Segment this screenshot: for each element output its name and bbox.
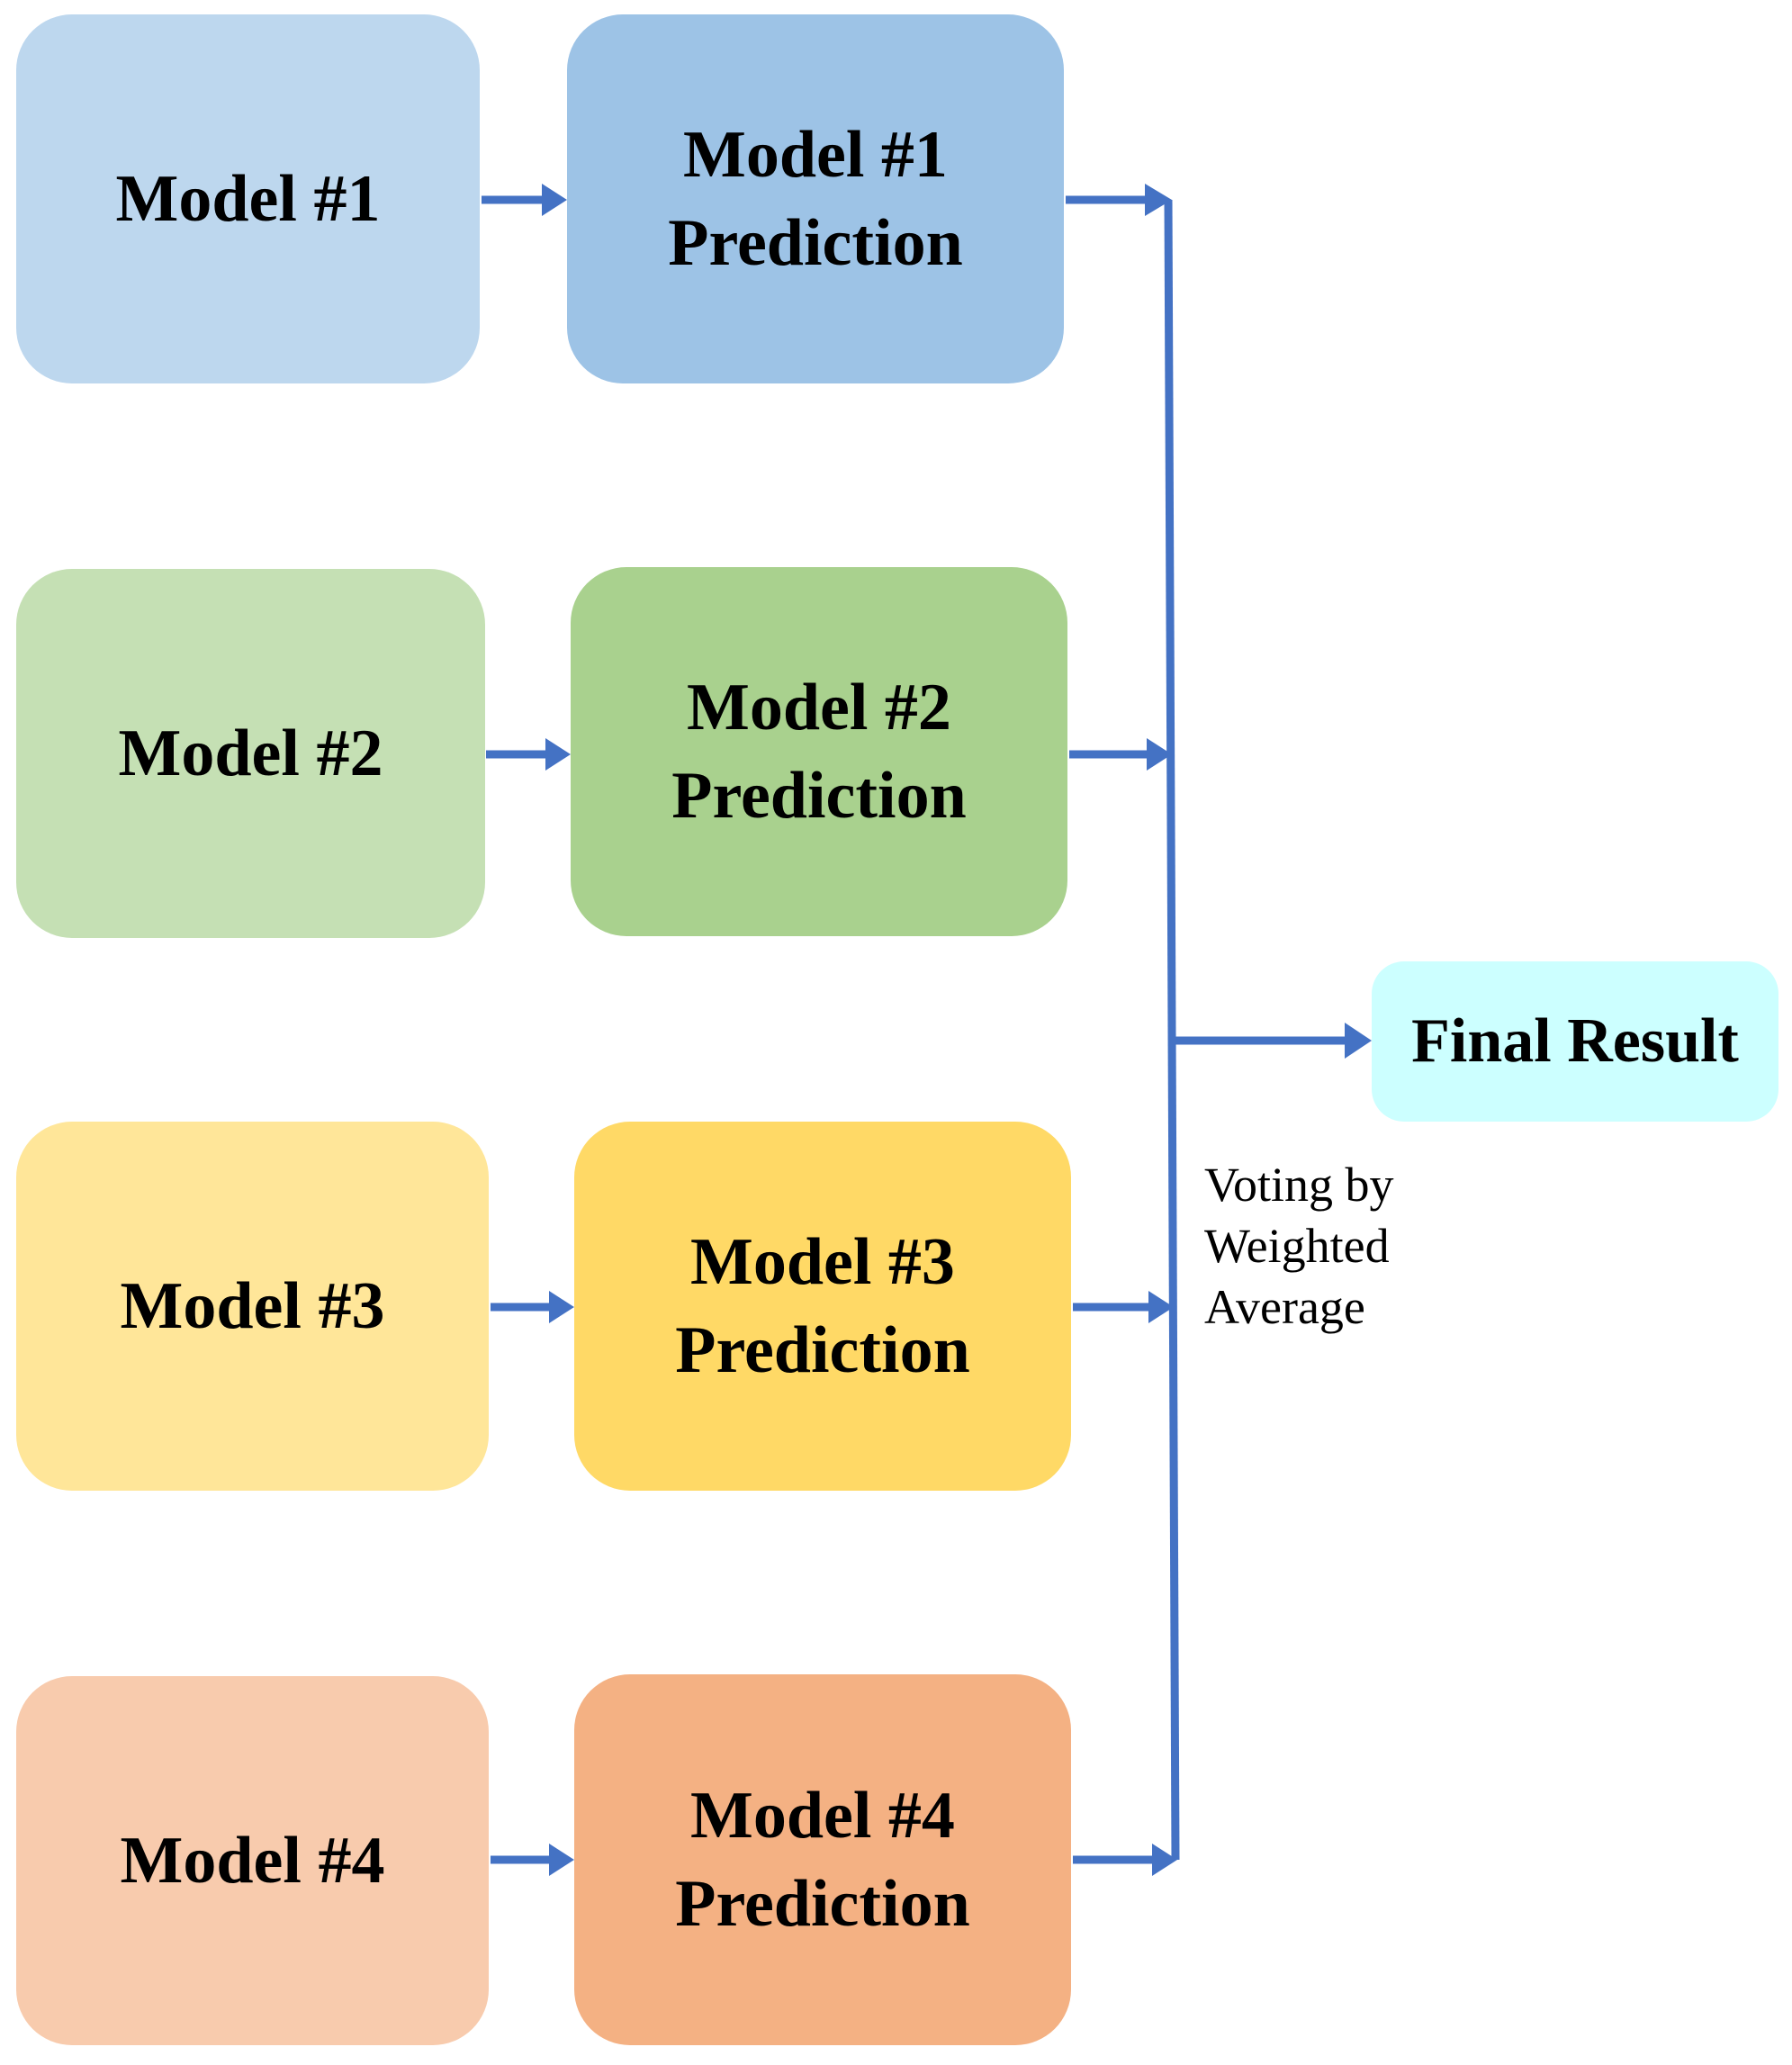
prediction-box-1: Model #1 Prediction [567, 14, 1064, 383]
prediction-label-2: Model #2 Prediction [671, 670, 967, 833]
prediction-label-4: Model #4 Prediction [675, 1778, 970, 1941]
arrowhead-model1-to-prediction1 [542, 184, 567, 216]
final-result-box: Final Result [1372, 961, 1778, 1122]
arrowhead-prediction1-to-bus [1145, 184, 1172, 216]
arrowhead-prediction3-to-bus [1148, 1291, 1174, 1323]
arrowhead-model2-to-prediction2 [545, 738, 571, 771]
connectors [482, 184, 1372, 1876]
voting-annotation: Voting by Weighted Average [1204, 1158, 1394, 1334]
prediction-label-1: Model #1 Prediction [668, 117, 963, 280]
arrowhead-prediction4-to-bus [1152, 1844, 1177, 1876]
arrowhead-bus-to-final-result [1345, 1023, 1372, 1059]
model-label-1: Model #1 [115, 161, 381, 236]
model-box-1: Model #1 [16, 14, 480, 383]
voting-bus-line [1164, 199, 1180, 1861]
arrowhead-prediction2-to-bus [1147, 738, 1172, 771]
final-result-label: Final Result [1411, 1006, 1739, 1077]
prediction-box-3: Model #3 Prediction [574, 1122, 1071, 1491]
model-label-3: Model #3 [120, 1268, 385, 1343]
model-label-2: Model #2 [118, 716, 383, 790]
arrowhead-model3-to-prediction3 [549, 1291, 574, 1323]
model-label-4: Model #4 [120, 1823, 385, 1898]
prediction-label-3: Model #3 Prediction [675, 1224, 970, 1387]
model-box-4: Model #4 [16, 1676, 489, 2045]
model-box-2: Model #2 [16, 569, 485, 938]
prediction-box-4: Model #4 Prediction [574, 1674, 1071, 2045]
model-box-3: Model #3 [16, 1122, 489, 1491]
prediction-box-2: Model #2 Prediction [571, 567, 1067, 936]
arrowhead-model4-to-prediction4 [549, 1844, 574, 1876]
